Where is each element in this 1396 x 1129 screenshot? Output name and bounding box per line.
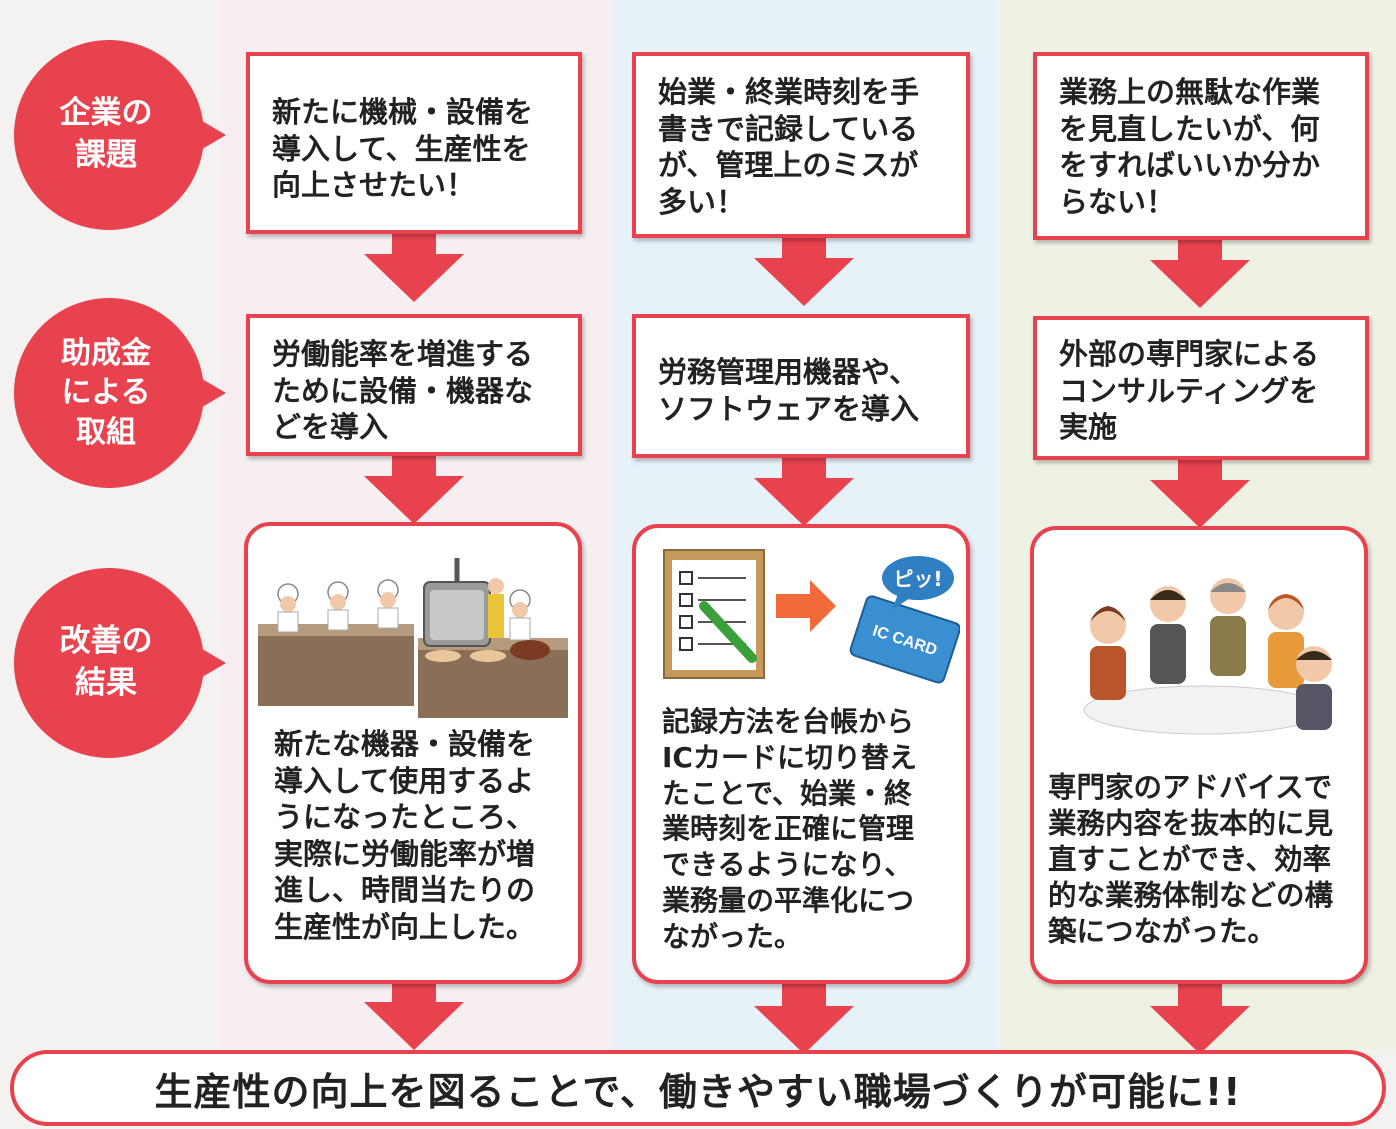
arrow-down [364, 454, 464, 524]
challenge-box-3: 業務上の無駄な作業 を見直したいが、何 をすればいいか分か らない！ [1033, 52, 1369, 240]
factory-workers-illustration [258, 558, 568, 718]
result-text-2: 記録方法を台帳から ICカードに切り替え たことで、始業・終 業時刻を正確に管理… [662, 705, 917, 953]
arrow-down [754, 984, 854, 1054]
challenge-box-2: 始業・終業時刻を手 書きで記録している が、管理上のミスが 多い！ [632, 52, 970, 238]
label-result: 改善の 結果 [14, 568, 226, 758]
result-box-3: 専門家のアドバイスで 業務内容を抜本的に見 直すことができ、効率 的な業務体制な… [1030, 526, 1368, 984]
result-box-1: 新たな機器・設備を 導入して使用するよ うになったところ、 実際に労働能率が増 … [244, 522, 582, 984]
arrow-down [364, 980, 464, 1050]
arrow-down [754, 456, 854, 526]
consulting-meeting-illustration [1083, 578, 1332, 735]
label-challenge: 企業の 課題 [14, 40, 226, 230]
label-effort: 助成金 による 取組 [14, 298, 226, 488]
arrow-down [1150, 458, 1250, 528]
result-text-1: 新たな機器・設備を 導入して使用するよ うになったところ、 実際に労働能率が増 … [274, 727, 536, 944]
effort-box-3: 外部の専門家による コンサルティングを 実施 [1033, 316, 1369, 460]
conclusion-banner: 生産性の向上を図ることで、働きやすい職場づくりが可能に!! [10, 1050, 1386, 1126]
arrow-down [1150, 984, 1250, 1054]
effort-box-2: 労務管理用機器や、 ソフトウェアを導入 [632, 314, 970, 458]
result-text-3: 専門家のアドバイスで 業務内容を抜本的に見 直すことができ、効率 的な業務体制な… [1048, 771, 1334, 948]
ic-beep-text: ピッ! [893, 567, 942, 591]
arrow-down [1150, 238, 1250, 308]
arrow-down [364, 232, 464, 302]
result-box-2: IC CARD ピッ! 記録方法を台帳から ICカードに切り替え たことで、始業… [632, 524, 970, 984]
challenge-box-1: 新たに機械・設備を 導入して、生産性を 向上させたい！ [246, 52, 582, 234]
clipboard-to-ic-card-illustration: IC CARD ピッ! [663, 549, 960, 684]
effort-box-1: 労働能率を増進する ために設備・機器な どを導入 [246, 314, 582, 456]
arrow-down [754, 236, 854, 306]
